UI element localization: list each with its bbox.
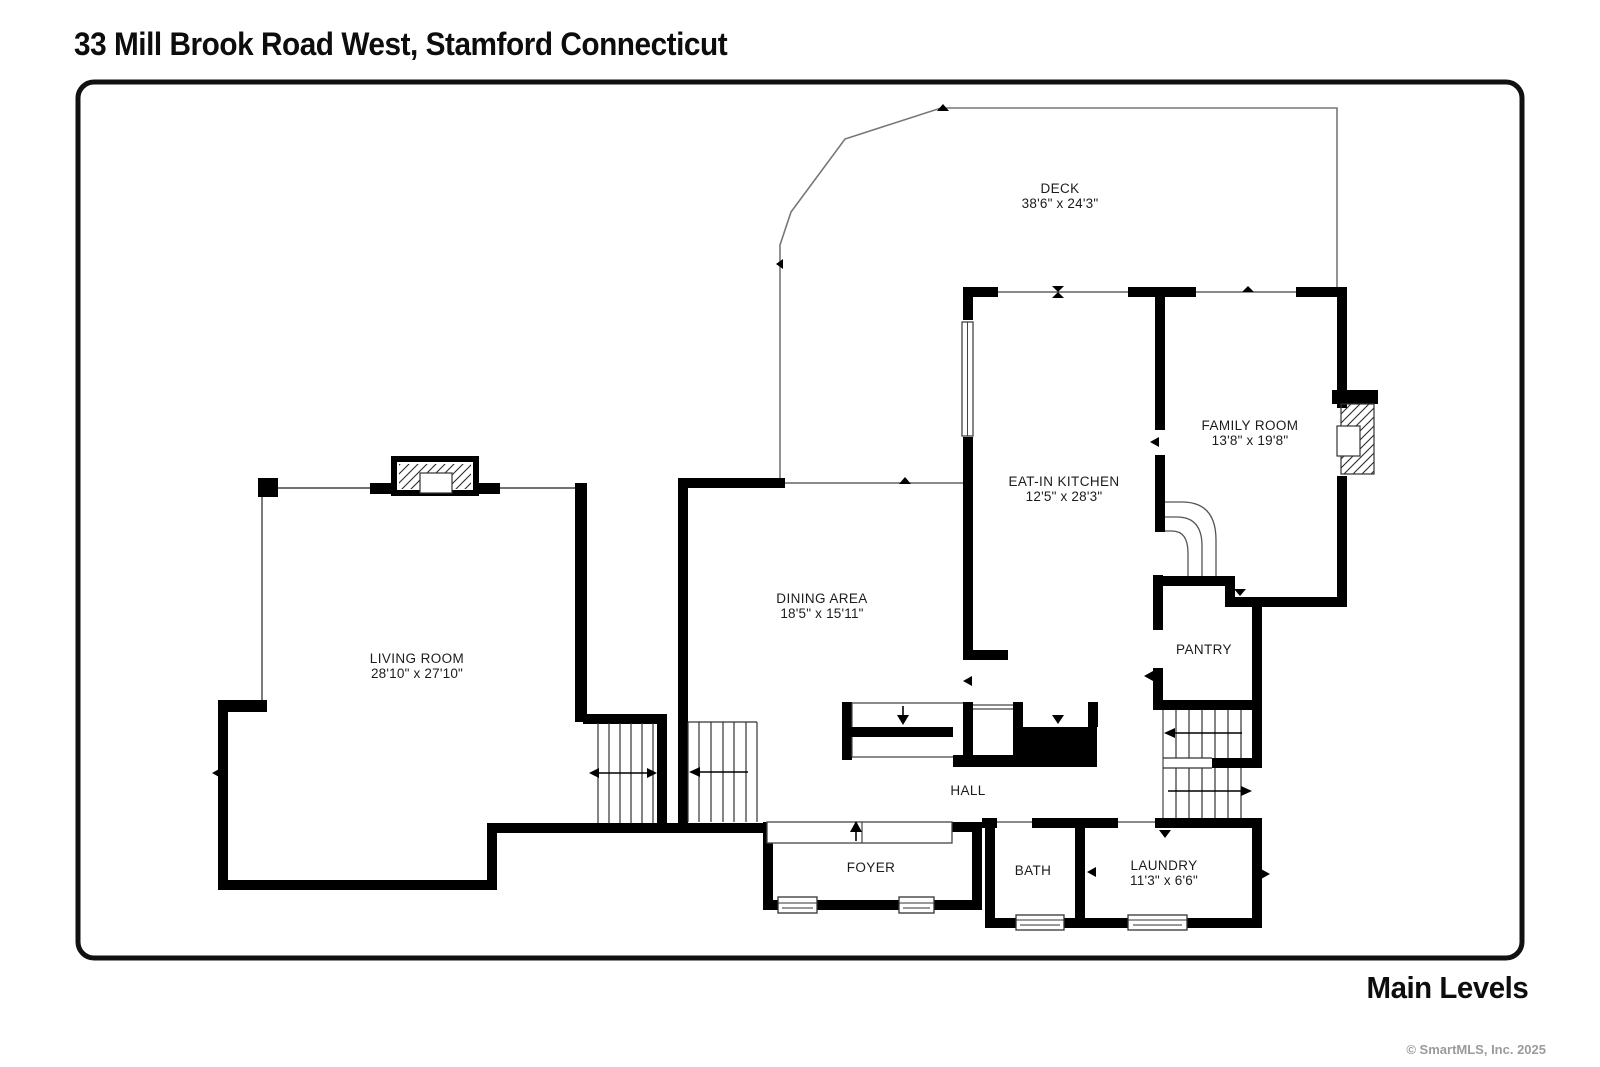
page-title: 33 Mill Brook Road West, Stamford Connec… [74, 26, 728, 62]
family-fireplace-icon [1332, 390, 1378, 475]
room-dims: 12'5" x 28'3" [1025, 488, 1103, 504]
room-name: FAMILY ROOM [1201, 418, 1299, 433]
copyright-notice: © SmartMLS, Inc. 2025 [1406, 1042, 1546, 1057]
room-dims: 38'6" x 24'3" [1021, 195, 1099, 211]
laundry-wall-arrow [1261, 869, 1270, 879]
living-fireplace-icon [370, 456, 500, 496]
living-room-walls [218, 478, 767, 890]
living-tick [427, 880, 439, 888]
window-ticks [1052, 286, 1254, 298]
pantry-walls [1153, 575, 1262, 768]
room-label-laundry: LAUNDRY 11'3" x 6'6" [1130, 858, 1198, 888]
room-dims: 18'5" x 15'11" [780, 605, 864, 621]
room-name: DECK [1040, 181, 1080, 196]
room-dims: 28'10" x 27'10" [370, 665, 464, 681]
room-dims: 11'3" x 6'6" [1130, 872, 1198, 888]
room-name: BATH [1014, 863, 1052, 878]
room-name: PANTRY [1176, 642, 1232, 657]
bath-window-icon [1015, 914, 1065, 931]
room-label-deck: DECK 38'6" x 24'3" [1021, 181, 1099, 211]
foyer-windows [777, 896, 935, 914]
room-name: LIVING ROOM [369, 651, 465, 666]
room-name: EAT-IN KITCHEN [1008, 474, 1120, 489]
hall-closets [842, 702, 1098, 767]
room-name: LAUNDRY [1130, 858, 1198, 873]
room-label-pantry: PANTRY [1176, 642, 1232, 658]
room-label-kitchen: EAT-IN KITCHEN 12'5" x 28'3" [1008, 474, 1120, 504]
deck-outline [779, 107, 1338, 478]
plan-border [75, 79, 1525, 961]
room-label-dining-area: DINING AREA 18'5" x 15'11" [776, 591, 868, 621]
bath-wall-arrow [1087, 867, 1096, 877]
kitchen-family-walls [963, 287, 1347, 660]
door-arrow-icons [963, 437, 1246, 686]
room-name: HALL [950, 783, 986, 798]
room-label-foyer: FOYER [846, 860, 896, 876]
laundry-walls [1075, 818, 1262, 928]
back-stairs-icon [1162, 710, 1262, 818]
room-label-bath: BATH [1014, 863, 1052, 879]
room-label-family-room: FAMILY ROOM 13'8" x 19'8" [1201, 418, 1299, 448]
plan-level-label: Main Levels [1366, 970, 1528, 1005]
deck-tick2 [937, 104, 949, 111]
dining-walls [678, 478, 785, 823]
second-stairs-icon [687, 721, 758, 822]
main-stairs-icon [583, 714, 667, 823]
laundry-door-arrow-icon [1159, 830, 1171, 838]
foyer-walls [763, 822, 982, 910]
winder-stairs-icon [1165, 501, 1217, 576]
deck-tick [776, 259, 783, 269]
foyer-closet [766, 821, 953, 844]
living-wall-arrow [212, 768, 221, 778]
room-name: DINING AREA [776, 591, 868, 606]
room-label-living-room: LIVING ROOM 28'10" x 27'10" [369, 651, 465, 681]
room-dims: 13'8" x 19'8" [1211, 432, 1289, 448]
room-name: FOYER [846, 860, 896, 875]
bath-walls [982, 818, 1085, 928]
room-label-hall: HALL [950, 783, 986, 799]
laundry-window-icon [1127, 914, 1188, 931]
dining-tick [899, 477, 911, 484]
kitchen-side-window [961, 321, 974, 437]
